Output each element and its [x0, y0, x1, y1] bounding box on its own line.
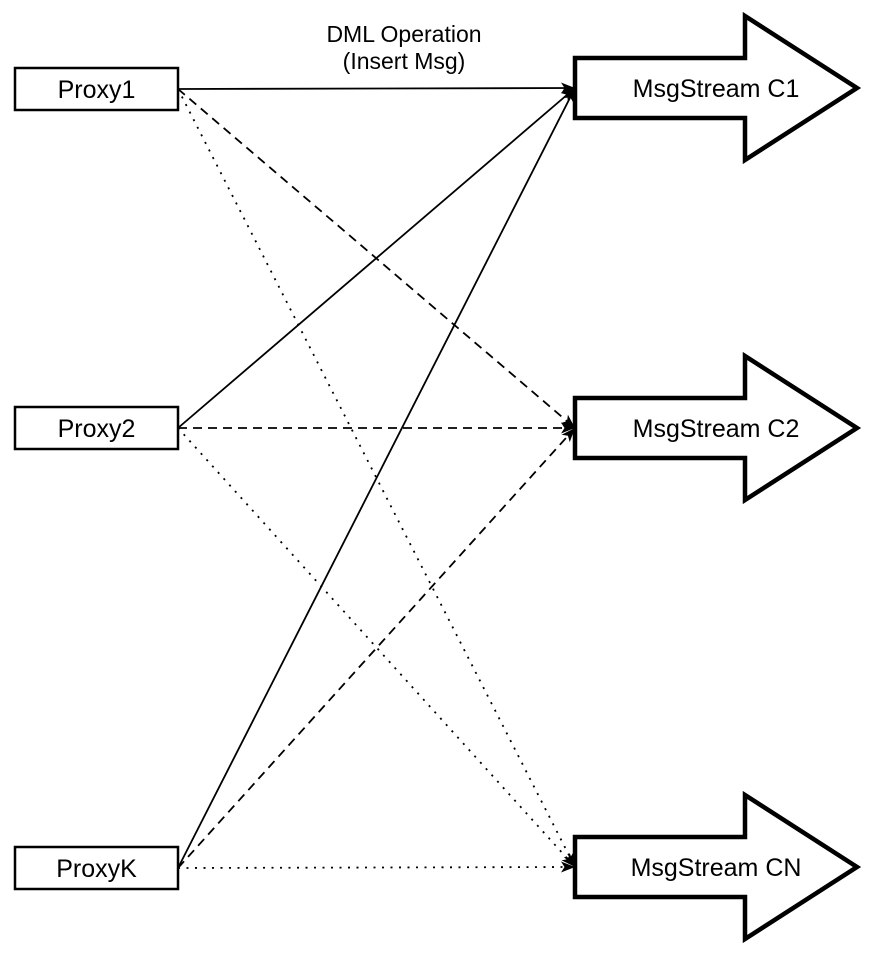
msgstream-c2-arrow	[572, 351, 862, 505]
msgstream-c1-label: MsgStream C1	[633, 75, 800, 103]
edge-proxyk-c2	[177, 427, 576, 869]
msgstream-c2-label: MsgStream C2	[633, 415, 800, 443]
edge-proxyk-c1	[177, 87, 576, 869]
proxy1-label: Proxy1	[58, 76, 136, 104]
proxy1-box	[13, 66, 180, 112]
annotation-line1: DML Operation	[326, 21, 481, 47]
edges-layer	[177, 82, 576, 873]
msgstream-c1-arrow	[572, 11, 862, 165]
stream-node-cn: MsgStream CN	[572, 790, 862, 944]
proxy-node-proxyk: ProxyK	[13, 845, 180, 891]
edge-proxy2-cn	[177, 427, 576, 868]
msgstream-cn-arrow	[572, 790, 862, 944]
proxy2-label: Proxy2	[58, 415, 136, 443]
annotation-line2: (Insert Msg)	[343, 48, 466, 74]
proxyk-box	[13, 845, 180, 891]
edge-proxy2-c1	[177, 87, 576, 429]
edge-proxyk-cn	[177, 861, 576, 873]
proxy-node-proxy2: Proxy2	[13, 405, 180, 451]
proxy2-box	[13, 405, 180, 451]
edge-annotation: DML Operation (Insert Msg)	[326, 21, 481, 74]
edge-proxy1-c1	[177, 82, 576, 94]
stream-node-c1: MsgStream C1	[572, 11, 862, 165]
edge-proxy1-cn	[177, 88, 576, 868]
stream-node-c2: MsgStream C2	[572, 351, 862, 505]
msgstream-cn-label: MsgStream CN	[631, 854, 802, 882]
proxyk-label: ProxyK	[56, 855, 137, 883]
proxy-node-proxy1: Proxy1	[13, 66, 180, 112]
